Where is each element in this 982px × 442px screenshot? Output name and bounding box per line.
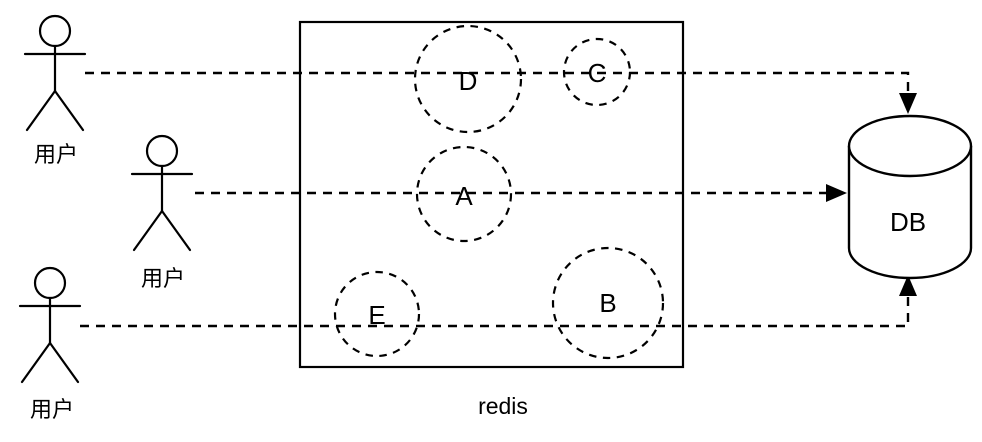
db-cylinder-top	[847, 114, 973, 178]
actor3-label: 用户	[30, 397, 74, 422]
db-cylinder-body	[847, 146, 973, 280]
cache-entry-E: E	[333, 270, 421, 358]
request-flow-user1-to-db	[85, 71, 917, 114]
request-flow-user3-to-db	[80, 275, 917, 328]
db-label: DB	[890, 207, 926, 237]
cache-entry-E-circle	[333, 270, 421, 358]
cache-entry-C: C	[562, 37, 632, 107]
cache-entry-D-circle	[413, 24, 523, 134]
cache-entry-D: D	[413, 24, 523, 134]
actor2-label: 用户	[141, 266, 185, 291]
cache-entry-C-circle	[562, 37, 632, 107]
request-flow-user2-to-db	[195, 184, 847, 202]
cache-entry-B-circle	[551, 246, 665, 360]
cache-entry-C-label: C	[588, 58, 607, 88]
redis-cache-box	[298, 20, 685, 369]
cache-entry-A-circle	[415, 145, 513, 243]
request-line-3	[80, 292, 910, 328]
user-actor-1: 用户	[23, 14, 87, 167]
actor1-leg-right	[53, 89, 85, 132]
arrowhead-up-icon	[899, 275, 917, 296]
cache-entry-D-label: D	[459, 66, 478, 96]
redis-label: redis	[478, 393, 528, 419]
cache-entry-A: A	[415, 145, 513, 243]
arrowhead-down-icon	[899, 93, 917, 114]
actor1-leg-left	[25, 89, 57, 132]
request-line-1	[85, 71, 910, 97]
actor1-label: 用户	[34, 142, 78, 167]
arrowhead-right-icon	[826, 184, 847, 202]
cache-entry-B: B	[551, 246, 665, 360]
actor1-head	[38, 14, 72, 48]
actor2-leg-right	[160, 209, 192, 252]
cache-entry-A-label: A	[455, 181, 473, 211]
cache-entry-B-label: B	[599, 288, 616, 318]
user-actor-3: 用户	[18, 266, 82, 422]
actor3-head	[33, 266, 67, 300]
user-actor-2: 用户	[130, 134, 194, 291]
actor3-leg-left	[20, 341, 52, 384]
actor3-leg-right	[48, 341, 80, 384]
db-cylinder: DB	[847, 114, 973, 280]
cache-entry-E-label: E	[368, 300, 385, 330]
actor2-head	[145, 134, 179, 168]
actor2-leg-left	[132, 209, 164, 252]
